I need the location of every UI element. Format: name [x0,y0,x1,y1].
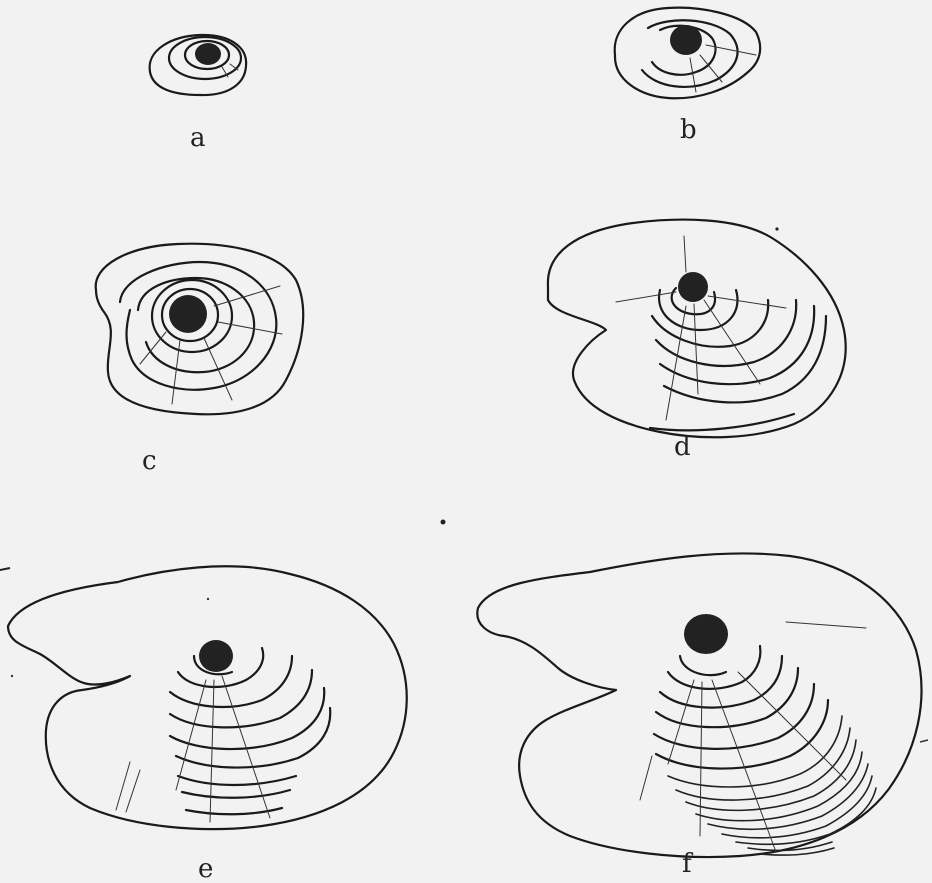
panel-e-nucleus [199,640,233,672]
panel-a-nucleus [195,43,221,65]
panel-f-outline [477,553,921,857]
panel-d-ring [650,414,794,430]
panel-d: d [548,220,846,462]
panel-f-ring [708,764,868,829]
panel-d-ring [652,300,768,347]
ink-speck [11,675,13,677]
panel-f-ray [700,682,702,836]
panel-c-label: c [142,446,157,476]
panel-f-ray [786,622,866,628]
panel-e-ring [182,790,290,798]
panel-a: a [150,35,247,153]
panel-e-outline [8,566,407,829]
panel-e-ring [178,776,296,785]
panel-e-ray [210,680,214,822]
panel-b: b [615,8,760,145]
panel-f-ray [738,672,846,780]
panel-b-ray [706,45,756,55]
panel-e: e [8,566,407,883]
panel-f: f [477,553,921,879]
panel-e-ring [176,708,330,768]
panel-e-ray [176,680,206,790]
ink-speck [207,598,209,600]
panel-f-nucleus [684,614,728,654]
panel-f-ring [736,788,876,844]
panel-f-ring [686,740,856,810]
panel-f-ray [668,680,694,764]
ink-mark [0,568,10,570]
ink-mark [920,740,928,742]
panel-e-ray [116,762,130,810]
panel-f-label: f [682,849,694,879]
panel-d-nucleus [678,272,708,302]
panel-d-label: d [674,432,691,462]
panel-a-label: a [190,123,206,153]
panel-b-nucleus [670,25,702,55]
panel-f-ring [680,656,726,675]
panel-b-label: b [680,115,697,145]
panel-e-ray [126,770,140,812]
ink-speck [775,227,778,230]
panel-c: c [96,244,304,476]
panel-d-ray [616,292,676,302]
ink-speck [441,520,446,525]
panel-c-nucleus [169,295,207,333]
panel-d-ray [684,236,686,272]
panel-f-ray [640,756,652,800]
panel-e-ring [170,688,324,749]
panel-d-outline [548,220,846,438]
panel-d-ray [704,300,760,384]
panel-e-ring [170,670,312,727]
panel-c-ray [140,332,166,364]
panel-c-ray [204,338,232,400]
panel-d-ray [708,296,786,308]
panel-e-label: e [198,854,213,883]
panel-f-ring [656,700,828,769]
